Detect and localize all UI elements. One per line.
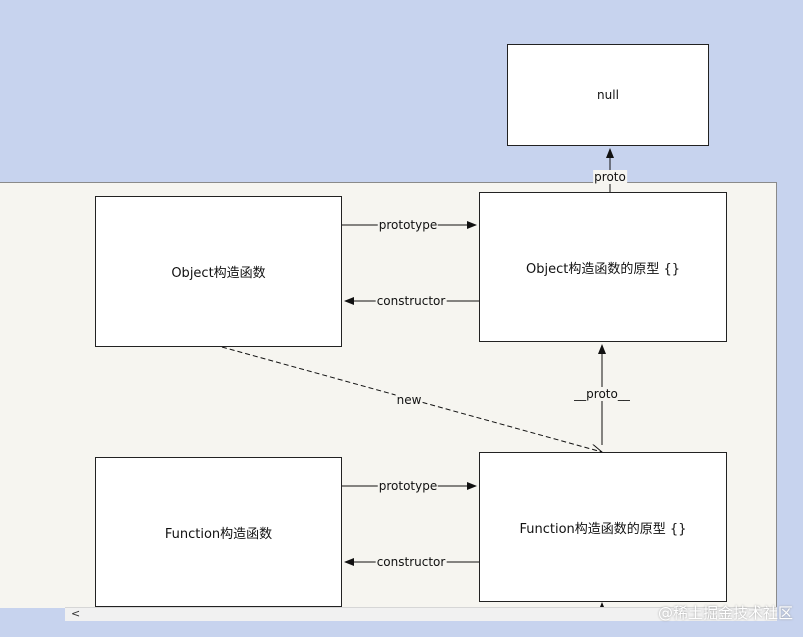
function-proto-edge-label: __proto__ [573,387,631,401]
watermark: @稀土掘金技术社区 [657,604,793,622]
new-edge [221,346,602,452]
proto-edge-label: proto [593,170,627,184]
function-constructor-label: Function构造函数 [164,526,273,542]
object-prototype-node: Object构造函数的原型 {} [479,192,727,342]
new-edge-label: new [395,393,423,407]
function-prototype-node: Function构造函数的原型 {} [479,452,727,602]
object-prototype-edge-label: prototype [377,218,439,232]
function-constructor-node: Function构造函数 [95,457,342,607]
horizontal-scrollbar[interactable]: < [65,607,777,622]
object-prototype-label: Object构造函数的原型 {} [525,261,680,277]
null-node: null [507,44,709,146]
object-constructor-node: Object构造函数 [95,196,342,347]
scroll-left-arrow-icon[interactable]: < [71,607,81,620]
vertical-strip [777,182,803,607]
bottom-strip [0,621,803,637]
object-constructor-label: Object构造函数 [171,266,266,281]
function-constructor-edge-label: constructor [375,555,447,569]
function-prototype-label: Function构造函数的原型 {} [519,521,687,537]
null-node-label: null [597,88,619,102]
object-constructor-edge-label: constructor [375,294,447,308]
function-prototype-edge-label: prototype [377,479,439,493]
